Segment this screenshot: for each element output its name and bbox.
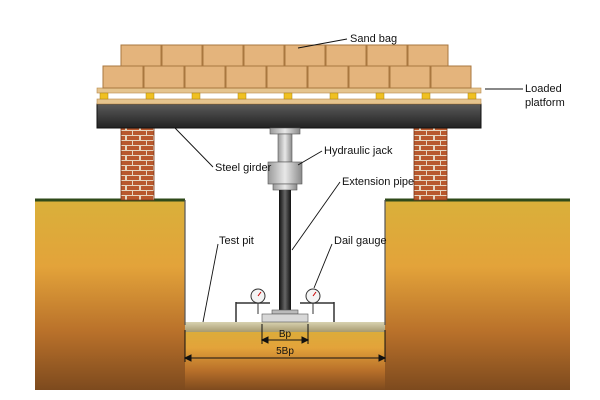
dimension-5bp-label: 5Bp bbox=[276, 346, 294, 357]
sand-bags bbox=[102, 44, 472, 89]
steel-girder-label: Steel girder bbox=[215, 162, 272, 174]
test-pit-label: Test pit bbox=[219, 235, 254, 247]
brick-pillar-left bbox=[120, 127, 155, 201]
dimension-5bp bbox=[183, 330, 387, 362]
loaded-platform bbox=[96, 87, 482, 105]
steel-girder bbox=[96, 103, 482, 129]
hydraulic-jack bbox=[267, 127, 303, 191]
hydraulic-jack-label: Hydraulic jack bbox=[324, 145, 393, 157]
bearing-plate bbox=[261, 309, 309, 323]
extension-pipe-label: Extension pipe bbox=[342, 176, 414, 188]
dimension-bp-label: Bp bbox=[279, 329, 292, 340]
dial-gauge-left bbox=[235, 288, 270, 322]
leader-lines bbox=[174, 38, 523, 323]
dail-gauge-label: Dail gauge bbox=[334, 235, 387, 247]
dimension-bp bbox=[260, 324, 310, 344]
soil-ground bbox=[35, 198, 570, 390]
dial-gauge-right bbox=[300, 288, 335, 322]
sand-bag-label: Sand bag bbox=[350, 33, 397, 45]
loaded-platform-label-line2: platform bbox=[525, 97, 565, 109]
loaded-platform-label-line1: Loaded bbox=[525, 83, 562, 95]
extension-pipe bbox=[279, 190, 291, 310]
brick-pillar-right bbox=[413, 127, 448, 201]
